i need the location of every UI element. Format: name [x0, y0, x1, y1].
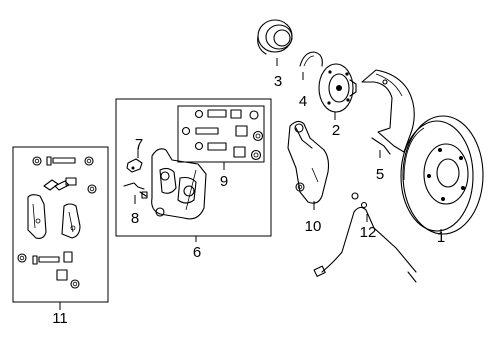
abs-sensor-wire: [313, 192, 417, 283]
bleeder-screw: [126, 158, 143, 173]
pad-kit-group-box: [12, 146, 109, 303]
callout-5: 5: [376, 166, 384, 183]
callout-10: 10: [305, 218, 322, 235]
callout-11: 11: [52, 310, 68, 327]
guide-pin-kit-box: [177, 105, 265, 163]
snap-ring: [299, 51, 323, 67]
brake-pad-kit: [17, 156, 97, 289]
wheel-hub: [318, 63, 357, 113]
callout-3: 3: [274, 73, 282, 90]
callout-2: 2: [332, 122, 340, 139]
callout-12: 12: [360, 224, 377, 241]
guide-pin-kit: [181, 109, 264, 161]
splash-shield: [361, 69, 415, 155]
callout-7: 7: [135, 136, 143, 153]
caliper-support-bracket: [287, 120, 330, 204]
callout-8: 8: [131, 210, 139, 227]
caliper-bracket-hardware: [123, 182, 148, 199]
callout-1: 1: [437, 229, 445, 246]
wheel-bearing: [257, 19, 293, 55]
caliper-group-box: [115, 98, 272, 237]
callout-4: 4: [299, 93, 307, 110]
brake-rotor: [400, 115, 484, 235]
callout-6: 6: [193, 244, 201, 261]
brake-caliper: [151, 148, 207, 220]
callout-9: 9: [220, 173, 228, 190]
